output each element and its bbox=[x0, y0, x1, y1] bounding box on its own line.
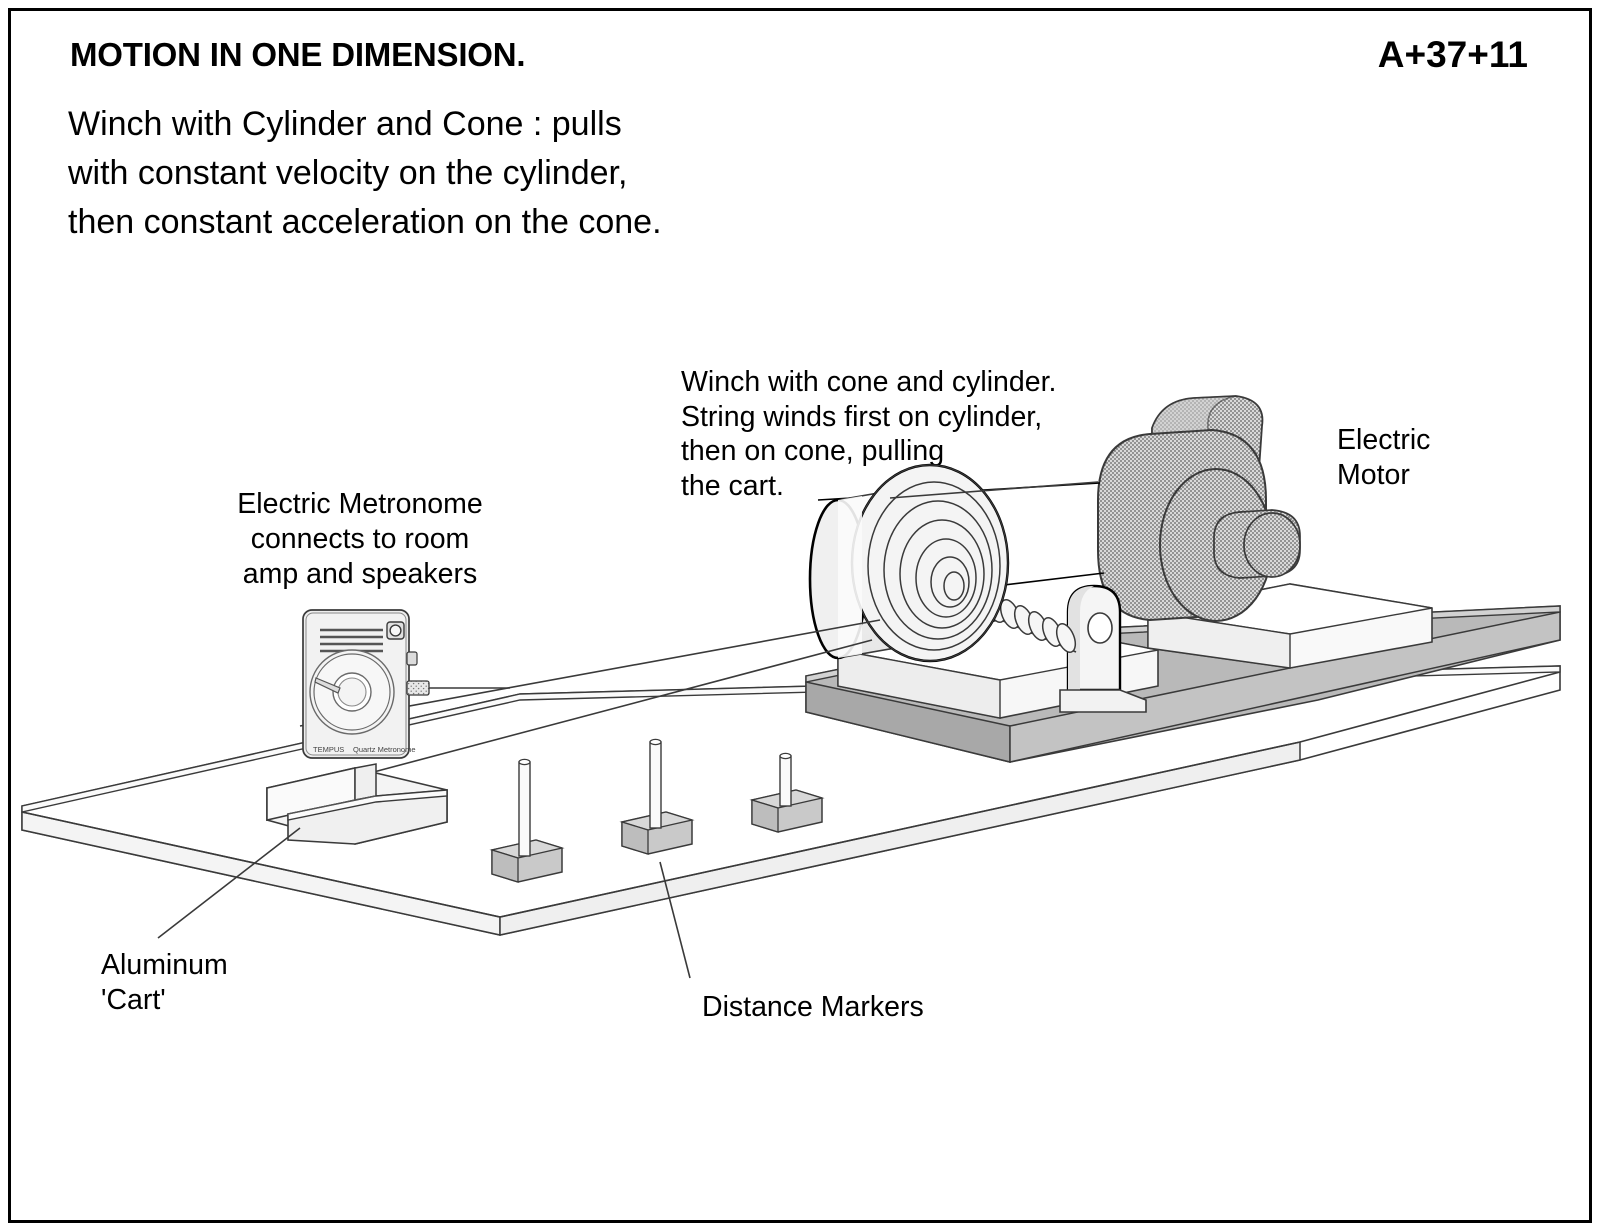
annotation-winch: Winch with cone and cylinder. String win… bbox=[681, 366, 1057, 502]
electric-metronome: TEMPUS Quartz Metronome bbox=[302, 609, 510, 759]
annotation-distance-markers: Distance Markers bbox=[702, 991, 924, 1023]
annotation-metronome: Electric Metronome connects to room amp … bbox=[237, 488, 483, 590]
subtitle-line-1: Winch with Cylinder and Cone : pulls bbox=[68, 105, 622, 143]
annotation-aluminum-cart: Aluminum 'Cart' bbox=[101, 949, 228, 1016]
aluminum-cart bbox=[266, 763, 448, 845]
catalog-code: A+37+11 bbox=[1377, 34, 1528, 75]
distance-marker bbox=[489, 758, 565, 883]
page-title: MOTION IN ONE DIMENSION. bbox=[70, 36, 526, 73]
subtitle-line-2: with constant velocity on the cylinder, bbox=[68, 154, 628, 192]
bearing-block bbox=[1059, 584, 1147, 713]
subtitle-line-3: then constant acceleration on the cone. bbox=[68, 203, 662, 241]
leader-lines bbox=[157, 481, 1099, 979]
electric-motor bbox=[1097, 395, 1301, 622]
winch-assembly bbox=[808, 463, 1010, 663]
page-subtitle: Winch with Cylinder and Cone : pulls wit… bbox=[68, 100, 840, 247]
annotation-electric-motor: Electric Motor bbox=[1337, 424, 1431, 491]
metronome-model-label: Quartz Metronome bbox=[353, 745, 416, 754]
winch-cone bbox=[867, 481, 1001, 651]
page-border bbox=[8, 8, 1592, 1223]
distance-marker bbox=[749, 752, 825, 833]
metronome-brand-label: TEMPUS bbox=[313, 745, 344, 754]
distance-marker bbox=[619, 738, 695, 855]
